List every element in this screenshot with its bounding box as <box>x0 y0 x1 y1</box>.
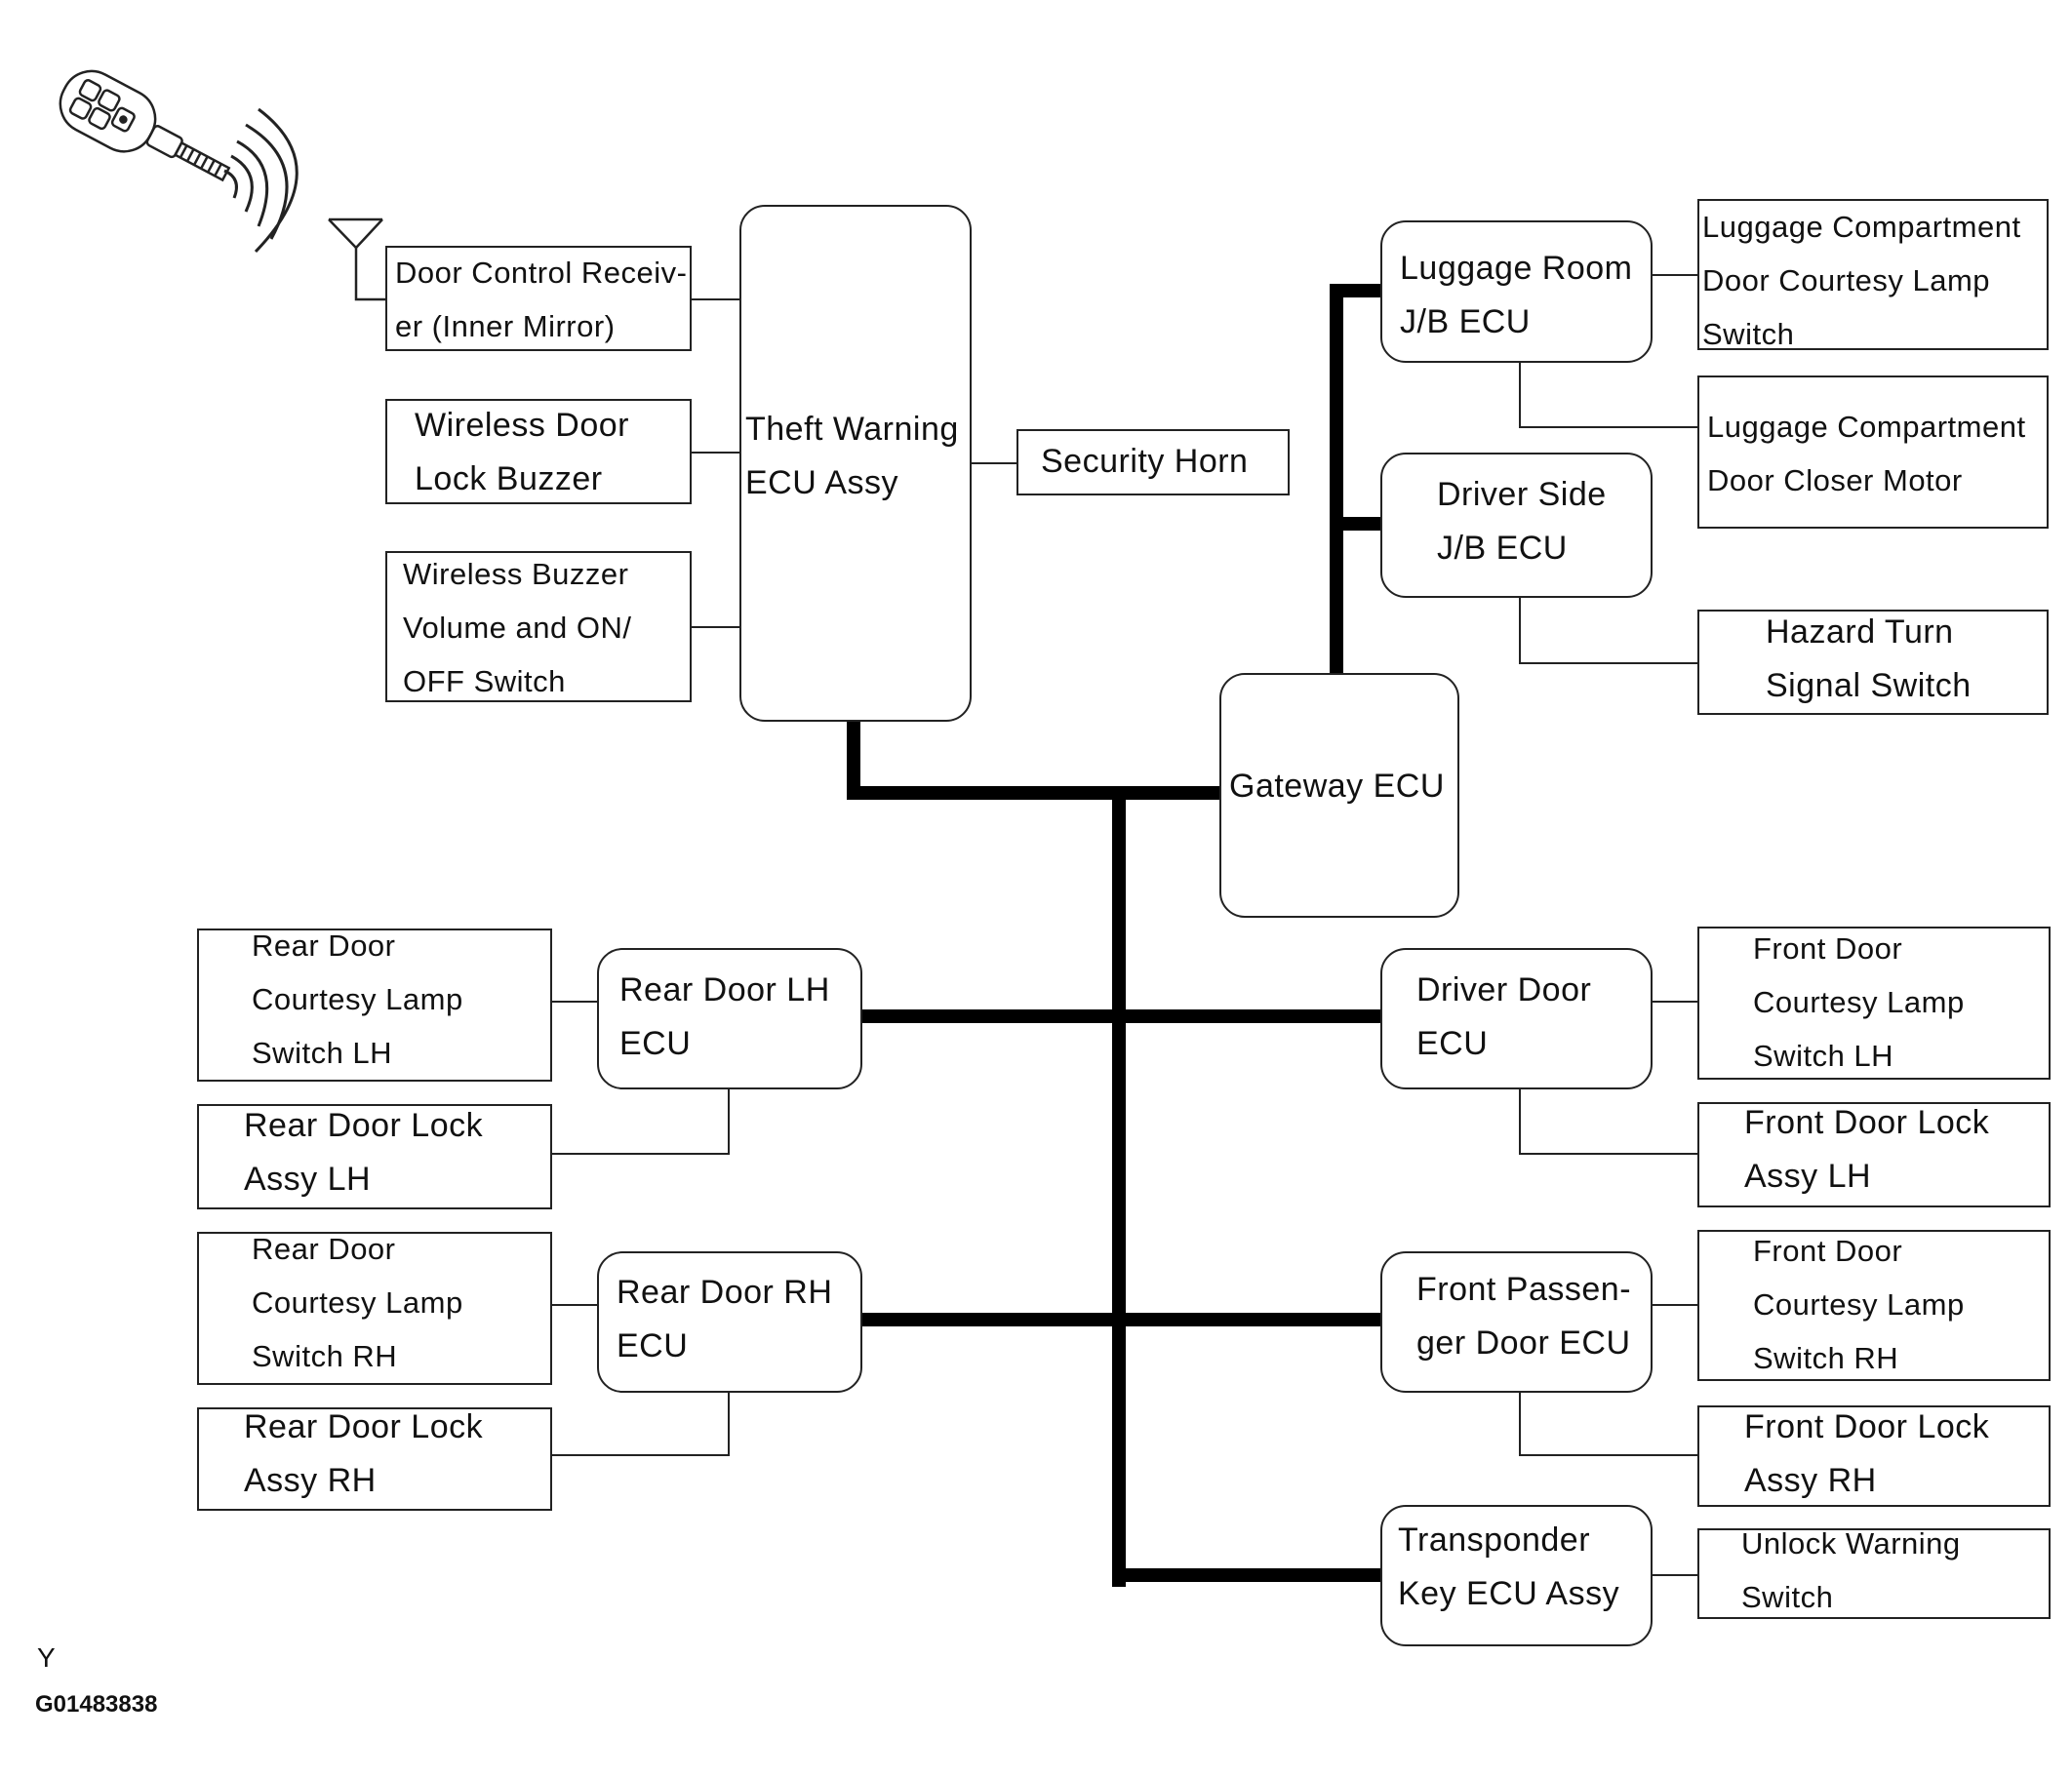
wire-rear-rh-ecu-to-lock <box>552 1393 730 1456</box>
rear-door-lock-lh-box <box>197 1104 552 1209</box>
driver-side-jb-ecu-box <box>1380 453 1653 598</box>
unlock-warning-switch-box <box>1697 1528 2051 1619</box>
driver-door-ecu-box <box>1380 948 1653 1089</box>
luggage-door-closer-motor-label: Luggage Compartment Door Closer Motor <box>1707 410 2026 497</box>
front-door-lock-lh-box <box>1697 1102 2051 1207</box>
figure-letter: Y <box>37 1642 56 1673</box>
rear-door-rh-ecu-label: Rear Door RH ECU <box>617 1274 833 1364</box>
front-door-courtesy-rh-box <box>1697 1230 2051 1381</box>
rear-door-courtesy-rh-box <box>197 1232 552 1385</box>
luggage-courtesy-lamp-switch-box <box>1697 199 2049 350</box>
rear-door-lh-ecu-label: Rear Door LH ECU <box>619 971 830 1062</box>
rear-door-lock-rh-label: Rear Door Lock Assy RH <box>244 1408 484 1499</box>
luggage-room-jb-ecu-box <box>1380 220 1653 363</box>
luggage-room-jb-ecu-label: Luggage Room J/B ECU <box>1400 250 1633 340</box>
rear-door-courtesy-rh-label: Rear Door Courtesy Lamp Switch RH <box>252 1232 463 1373</box>
wireless-buzzer-switch-label: Wireless Buzzer Volume and ON/ OFF Switc… <box>403 557 632 698</box>
bus-theft-to-gateway <box>847 715 1226 800</box>
rear-door-lh-ecu-box <box>597 948 862 1089</box>
wire-passenger-door-to-lock <box>1519 1393 1697 1456</box>
wire-driver-jb-to-hazard <box>1519 598 1697 664</box>
transponder-key-ecu-box <box>1380 1505 1653 1646</box>
driver-side-jb-ecu-label: Driver Side J/B ECU <box>1437 476 1607 567</box>
front-passenger-door-ecu-box <box>1380 1251 1653 1393</box>
door-control-receiver-box <box>385 246 692 351</box>
rear-door-courtesy-lh-label: Rear Door Courtesy Lamp Switch LH <box>252 929 463 1070</box>
antenna-icon <box>328 217 387 301</box>
security-horn-label: Security Horn <box>1041 443 1249 480</box>
front-door-courtesy-lh-label: Front Door Courtesy Lamp Switch LH <box>1753 931 1965 1073</box>
front-door-courtesy-rh-label: Front Door Courtesy Lamp Switch RH <box>1753 1234 1965 1375</box>
hazard-turn-signal-switch-box <box>1697 610 2049 715</box>
radio-waves-icon <box>223 107 299 254</box>
rear-door-lock-lh-label: Rear Door Lock Assy LH <box>244 1107 484 1198</box>
rear-door-rh-ecu-box <box>597 1251 862 1393</box>
front-door-lock-lh-label: Front Door Lock Assy LH <box>1744 1104 1990 1195</box>
signal-wires <box>552 274 1697 1576</box>
wire-driver-door-to-lock <box>1519 1089 1697 1155</box>
door-control-receiver-label: Door Control Receiv- er (Inner Mirror) <box>395 256 688 343</box>
wire-rear-lh-ecu-to-lock <box>552 1089 730 1155</box>
theft-warning-ecu-label: Theft Warning ECU Assy <box>745 411 959 501</box>
front-door-lock-rh-box <box>1697 1405 2051 1507</box>
wire-luggage-jb-to-closer-motor <box>1519 363 1697 428</box>
gateway-ecu-box <box>1219 673 1459 918</box>
unlock-warning-switch-label: Unlock Warning Switch <box>1741 1526 1961 1614</box>
luggage-door-closer-motor-box <box>1697 375 2049 529</box>
wireless-door-lock-buzzer-box <box>385 399 692 504</box>
gateway-ecu-label: Gateway ECU <box>1229 768 1445 805</box>
bus-gateway-to-luggage-jb <box>1330 284 1387 680</box>
front-door-courtesy-lh-box <box>1697 927 2051 1080</box>
front-passenger-door-ecu-label: Front Passen- ger Door ECU <box>1416 1271 1632 1362</box>
rear-door-lock-rh-box <box>197 1407 552 1511</box>
luggage-courtesy-lamp-switch-label: Luggage Compartment Door Courtesy Lamp S… <box>1702 210 2021 351</box>
hazard-turn-signal-switch-label: Hazard Turn Signal Switch <box>1766 613 1972 704</box>
security-horn-box <box>1016 429 1290 495</box>
theft-warning-ecu-box <box>739 205 972 722</box>
driver-door-ecu-label: Driver Door ECU <box>1416 971 1592 1062</box>
figure-code: G01483838 <box>35 1691 158 1718</box>
wireless-door-lock-buzzer-label: Wireless Door Lock Buzzer <box>415 407 629 497</box>
front-door-lock-rh-label: Front Door Lock Assy RH <box>1744 1408 1990 1499</box>
communication-bus <box>847 284 1387 1587</box>
transponder-key-ecu-label: Transponder Key ECU Assy <box>1398 1521 1620 1612</box>
wireless-buzzer-switch-box <box>385 551 692 702</box>
remote-key-icon <box>59 69 231 182</box>
rear-door-courtesy-lh-box <box>197 929 552 1082</box>
